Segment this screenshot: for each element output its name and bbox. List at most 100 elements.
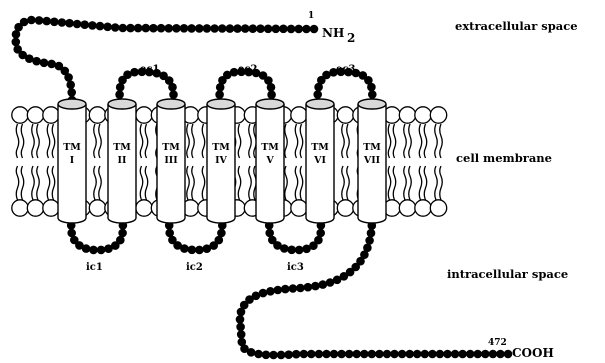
residue [145,67,154,77]
residue [251,291,261,301]
ic1-label: ic1 [86,262,103,273]
phospholipid [11,106,29,217]
residue [236,307,246,317]
residue [70,235,79,245]
residue [302,244,311,254]
residue [266,83,276,92]
residue [322,70,331,80]
lipid-head-lower [398,199,417,217]
residue [215,90,224,99]
residue [67,88,76,97]
residue [89,245,98,255]
residue [366,228,376,238]
residue [240,24,250,33]
residue [11,37,21,47]
residue [367,349,377,359]
lipid-head-upper [42,106,60,124]
residue [50,17,59,27]
n-terminus-subscript: 2 [347,31,355,45]
residue [473,349,483,359]
residue [179,24,189,33]
residue [329,349,339,359]
residue [115,82,125,92]
residue [344,67,353,77]
helix-tm-label: TM [261,142,279,153]
residue [75,241,84,250]
residue [344,349,354,359]
residue [284,350,294,360]
residue [279,24,288,34]
helix-tm-5: TMV [255,98,285,224]
lipid-head-upper [398,106,417,124]
residue [81,244,91,253]
residue [65,18,74,28]
phospholipid [135,106,153,217]
residue [118,228,127,238]
residue [351,262,361,272]
phospholipid [26,106,45,217]
helix-number-label: VI [313,155,326,166]
residue [159,71,168,81]
lipid-head-upper [429,106,448,124]
residue [111,241,120,250]
n-terminus-label: NH [322,26,344,40]
residue [307,349,316,359]
residue [465,349,475,359]
residue [80,20,89,30]
lipid-head-upper [336,106,355,124]
residue [215,83,225,92]
residue [316,228,326,238]
residue [503,349,513,359]
helix-tm-label: TM [63,142,81,153]
residue [258,71,268,80]
residue [309,241,318,250]
helix-tm-label: TM [162,142,180,153]
residue [164,76,174,85]
residue [66,80,75,90]
residue [365,236,374,245]
helix-number-label: IV [215,155,227,166]
helix-tm-label: TM [113,142,131,153]
residue [217,228,226,238]
residue [233,24,242,33]
ic2-label: ic2 [186,262,203,273]
residue [458,349,467,359]
residue [42,16,51,26]
residue [450,349,460,359]
residue [358,71,368,80]
residue [309,24,319,34]
residue [345,267,355,277]
residue [258,288,268,298]
residue [47,59,56,69]
residue [123,70,132,79]
residue [367,82,376,92]
residue [294,24,304,34]
residue [314,235,323,245]
residue [187,24,196,33]
residue [27,15,36,25]
residue [195,245,204,255]
residue [60,66,70,76]
residue [246,348,256,357]
ec2-loop [215,67,276,107]
residue [14,22,23,32]
ec2-label: ec2 [238,64,257,75]
residue [314,82,323,92]
residue [118,75,127,85]
residue [57,18,67,27]
residue [360,250,369,259]
residue [25,54,34,63]
residue [248,24,258,33]
lipid-head-lower [11,199,29,217]
residue [313,90,323,99]
residue [133,23,143,33]
residue [244,67,254,77]
residue [481,349,490,359]
intracellular-space-label: intracellular space [447,267,568,281]
